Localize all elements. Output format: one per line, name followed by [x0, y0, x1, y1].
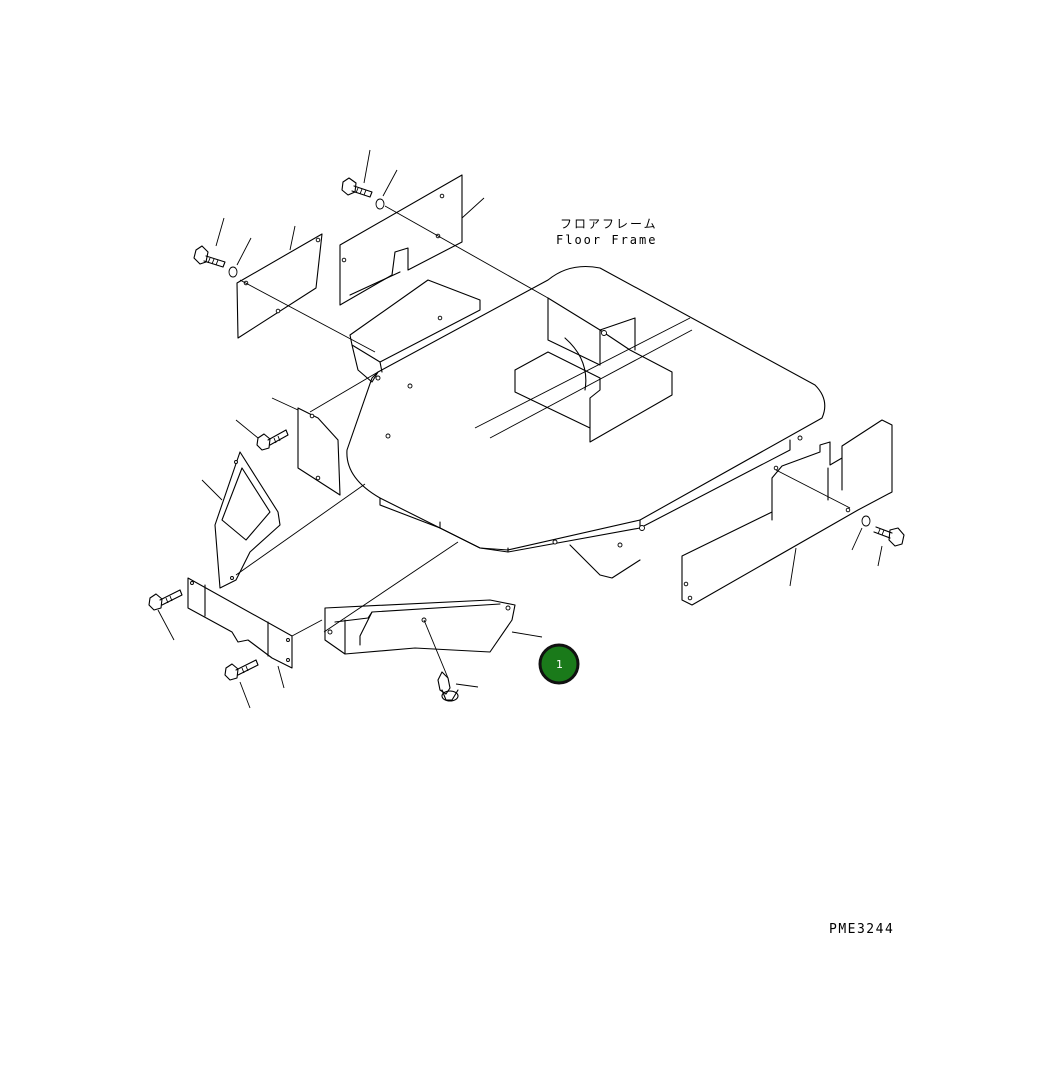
upper-rear-cover	[339, 149, 549, 306]
bolt-icon	[148, 589, 183, 611]
side-bracket-left	[235, 371, 379, 496]
washer-icon	[861, 515, 871, 527]
bolt-icon	[341, 177, 373, 198]
callout-1-label: 1	[556, 658, 563, 671]
washer-icon	[375, 198, 385, 210]
floor-frame	[346, 265, 826, 579]
gusset-plate	[201, 451, 366, 589]
cross-member	[349, 279, 481, 383]
callout-1[interactable]: 1	[538, 643, 580, 685]
floor-frame-label-jp: フロアフレーム	[560, 217, 658, 231]
lower-front-plate	[148, 577, 323, 709]
floor-frame-label-en: Floor Frame	[556, 233, 657, 247]
upper-cover-plate	[193, 217, 376, 353]
bolt-icon	[437, 671, 459, 702]
bolt-icon	[224, 659, 259, 681]
bolt-icon	[193, 245, 226, 268]
drawing-number: PME3244	[829, 922, 894, 937]
bolt-icon	[873, 526, 905, 547]
washer-icon	[228, 266, 238, 278]
right-side-cover	[681, 419, 905, 606]
part-1-bracket	[323, 541, 543, 702]
bolt-icon	[256, 429, 289, 451]
